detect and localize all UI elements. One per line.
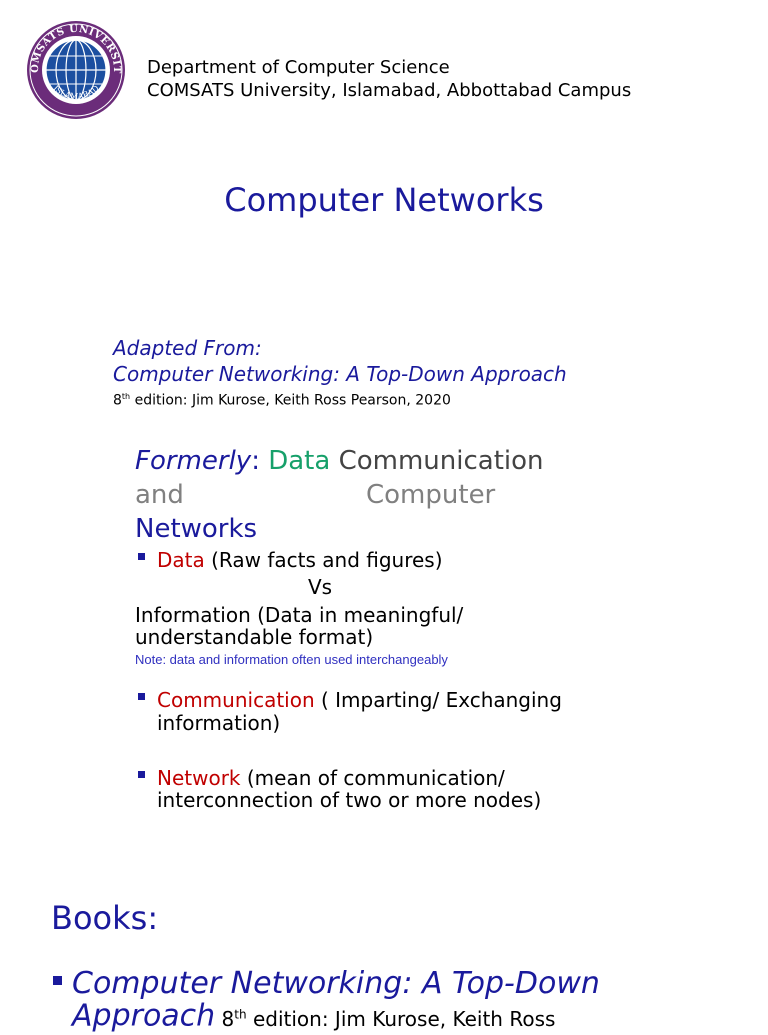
source-book-title: Computer Networking: A Top-Down Approach [113,362,567,386]
bullet-network: Network (mean of communication/ [157,766,505,790]
formerly-data-word: Data [268,446,331,476]
bullet-marker [138,771,145,778]
department-name: Department of Computer Science [147,57,450,78]
bullet-marker [138,693,145,700]
university-logo: COMSATS UNIVERSITY ISLAMABAD [26,20,125,119]
book-edition: 8th edition: Jim Kurose, Keith Ross [215,1006,556,1031]
formerly-label: Formerly [135,446,252,476]
bullet-communication-cont: information) [157,711,281,735]
information-line-2: understandable format) [135,625,374,649]
formerly-computer-word: Computer [366,480,496,510]
formerly-networks-word: Networks [135,514,258,544]
page-title: Computer Networks [224,181,544,219]
campus-name: COMSATS University, Islamabad, Abbottaba… [147,80,632,101]
bullet-marker [53,976,62,985]
note-text: Note: data and information often used in… [135,652,448,667]
information-line-1: Information (Data in meaningful/ [135,603,464,627]
adapted-from-label: Adapted From: [113,336,262,360]
formerly-and-word: and [135,480,184,510]
books-heading: Books: [51,899,159,937]
bullet-data: Data (Raw facts and figures) [157,548,443,572]
formerly-communication-word: Communication [338,446,544,476]
vs-text: Vs [308,575,333,599]
book-title-line-1: Computer Networking: A Top-Down [72,966,600,1001]
bullet-marker [138,553,145,560]
bullet-network-cont: interconnection of two or more nodes) [157,788,542,812]
book-title-line-2: Approach 8th edition: Jim Kurose, Keith … [72,998,556,1034]
source-edition: 8th edition: Jim Kurose, Keith Ross Pear… [113,392,451,409]
formerly-line-1: Formerly: Data Communication [135,446,544,476]
bullet-communication: Communication ( Imparting/ Exchanging [157,688,562,712]
